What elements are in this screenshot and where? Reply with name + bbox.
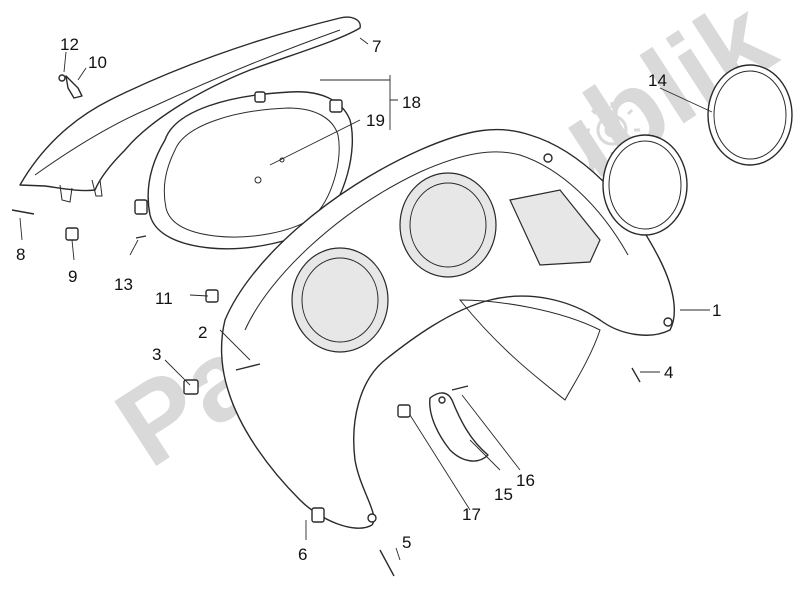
callout-8: 8 <box>16 245 25 264</box>
small-hardware <box>11 74 641 577</box>
part-10-clip <box>65 75 83 99</box>
callout-16: 16 <box>516 471 535 490</box>
part-6-nut <box>311 507 325 523</box>
callout-11: 11 <box>155 289 173 308</box>
part-19-instrument-cluster <box>134 91 354 250</box>
callout-14: 14 <box>648 71 667 90</box>
part-4-screw <box>631 367 641 383</box>
part-17-nut <box>397 404 411 418</box>
part-15-screw <box>451 385 469 391</box>
part-3-nut <box>183 379 199 395</box>
part-13-screw <box>135 235 147 239</box>
callout-15: 15 <box>494 485 513 504</box>
part-2-screw <box>235 363 261 371</box>
callout-numbers: 1 2 3 4 5 6 7 8 9 10 11 12 13 14 15 16 1… <box>16 35 721 564</box>
part-14-bezel-rings <box>602 64 793 236</box>
callout-3: 3 <box>152 345 161 364</box>
callout-12: 12 <box>60 35 79 54</box>
callout-6: 6 <box>298 545 307 564</box>
part-5-screw <box>379 549 395 577</box>
callout-4: 4 <box>664 363 673 382</box>
part-1-dashboard-shell <box>220 128 675 529</box>
callout-7: 7 <box>372 37 381 56</box>
part-12-screw <box>58 74 66 82</box>
callout-19: 19 <box>366 111 385 130</box>
callout-17: 17 <box>462 505 481 524</box>
leader-lines <box>19 37 713 561</box>
callout-10: 10 <box>88 53 107 72</box>
callout-1: 1 <box>712 301 721 320</box>
part-9-nut <box>65 227 79 241</box>
part-8-screw <box>11 209 35 215</box>
part-16-small-cover <box>429 392 489 462</box>
callout-9: 9 <box>68 267 77 286</box>
callout-2: 2 <box>198 323 207 342</box>
part-7-upper-cover <box>19 16 361 203</box>
callout-13: 13 <box>114 275 133 294</box>
callout-18: 18 <box>402 93 421 112</box>
callout-5: 5 <box>402 533 411 552</box>
